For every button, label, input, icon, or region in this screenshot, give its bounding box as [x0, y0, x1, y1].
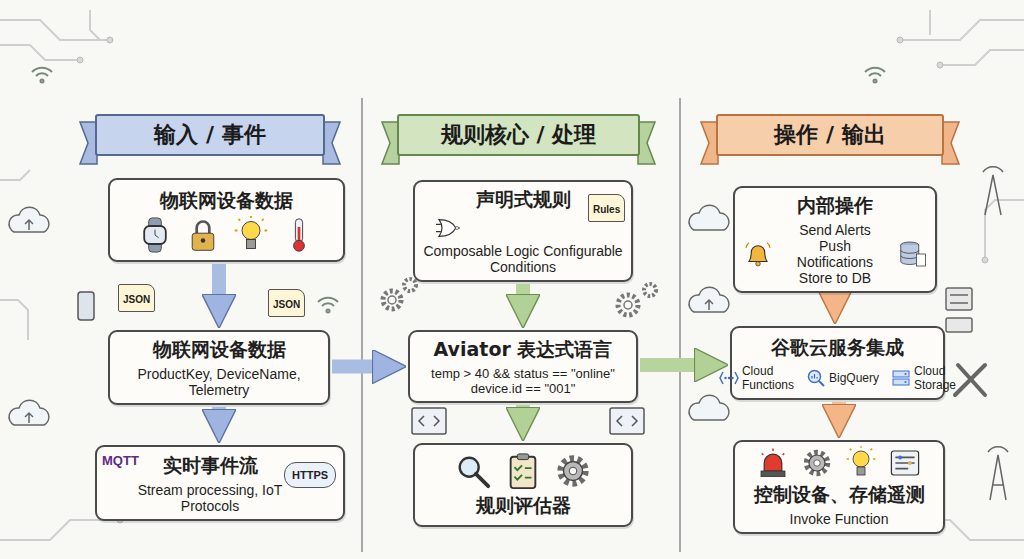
flow-arrow [828, 295, 842, 304]
process-box: 物联网设备数据 [108, 178, 345, 262]
box-heading: 内部操作 [797, 193, 873, 219]
icon-row [454, 452, 592, 490]
box-heading: 物联网设备数据 [160, 188, 293, 214]
flow-arrow [516, 405, 530, 421]
search-icon [454, 452, 492, 490]
bulb-icon [233, 217, 269, 253]
bq-icon [806, 368, 826, 388]
box-body-text: Invoke Function [790, 511, 889, 527]
flow-arrow [332, 360, 386, 374]
cfn-icon [719, 368, 739, 388]
box-body-text: temp > 40 && status == "online" device.i… [418, 366, 628, 396]
service-item: BigQuery [806, 368, 879, 388]
wrench-icon [955, 365, 985, 395]
process-box: 内部操作 Send Alerts Push Notifications Store… [733, 186, 937, 293]
box-heading: 控制设备、存储遥测 [754, 482, 925, 508]
box-heading: 谷歌云服务集成 [771, 335, 904, 361]
flow-arrow [212, 264, 226, 308]
slider-icons [946, 288, 972, 332]
box-heading: 规则评估器 [476, 493, 571, 519]
service-item: Cloud Storage [891, 364, 956, 392]
gear-icon [554, 452, 592, 490]
flow-arrow [516, 284, 530, 308]
phone-icon [78, 292, 94, 320]
protocol-tag: HTTPS [284, 462, 336, 488]
process-box: 物联网设备数据 ProductKey, DeviceName, Telemetry [108, 330, 330, 405]
flow-arrow [640, 358, 708, 372]
box-body-text: ProductKey, DeviceName, Telemetry [118, 366, 320, 398]
box-heading: 操作 / 输出 [774, 120, 885, 150]
gear-icons [383, 279, 656, 315]
gate-icon [436, 216, 460, 240]
db-icon [897, 239, 927, 269]
flow-arrow [832, 402, 846, 418]
process-box: 规则评估器 [413, 443, 633, 527]
icon-row [137, 217, 317, 253]
box-body-text: Send Alerts Push Notifications Store to … [785, 222, 885, 286]
watch-icon [137, 217, 173, 253]
box-body-text: Cloud Functions [742, 364, 794, 392]
file-tag: JSON [118, 284, 155, 312]
circuit-traces [0, 10, 1024, 540]
box-heading: 声明式规则 [476, 187, 571, 213]
gear-icon [801, 447, 833, 479]
column-header-ribbon: 输入 / 事件 [95, 114, 325, 156]
box-heading: 输入 / 事件 [154, 120, 265, 150]
clip-icon [504, 452, 542, 490]
siren-icon [757, 447, 789, 479]
thermo-icon [281, 217, 317, 253]
icon-row: Send Alerts Push Notifications Store to … [743, 222, 927, 286]
icon-row: Cloud Functions BigQuery Cloud Storage [719, 364, 956, 392]
box-heading: 实时事件流 [163, 453, 258, 479]
column-header-ribbon: 操作 / 输出 [716, 114, 944, 156]
icon-row [757, 447, 921, 479]
radio-tower [983, 167, 1008, 500]
process-box: 谷歌云服务集成Cloud FunctionsBigQueryCloud Stor… [730, 326, 945, 400]
icon-row [436, 216, 610, 240]
protocol-tag: MQTT [100, 452, 141, 469]
bulb-icon [845, 447, 877, 479]
service-item: Cloud Functions [719, 364, 794, 392]
bell-icon [743, 239, 773, 269]
panel-icon [889, 447, 921, 479]
process-box: Aviator 表达式语言 temp > 40 && status == "onl… [408, 330, 638, 403]
box-body-text: BigQuery [829, 371, 879, 385]
flow-arrow [212, 407, 226, 423]
file-tag: JSON [268, 289, 305, 317]
box-body-text: Stream processing, IoT Protocols [137, 482, 283, 514]
box-heading: 物联网设备数据 [153, 337, 286, 363]
cs-icon [891, 368, 911, 388]
lock-icon [185, 217, 221, 253]
column-dividers [362, 98, 680, 552]
box-body-text: Cloud Storage [914, 364, 956, 392]
box-heading: Aviator 表达式语言 [434, 337, 613, 363]
box-heading: 规则核心 / 处理 [441, 120, 596, 150]
process-box: 控制设备、存储遥测 Invoke Function [733, 440, 945, 534]
column-header-ribbon: 规则核心 / 处理 [397, 114, 640, 156]
box-body-text: Composable Logic Configurable Conditions [423, 243, 623, 275]
file-tag: Rules [588, 194, 625, 222]
